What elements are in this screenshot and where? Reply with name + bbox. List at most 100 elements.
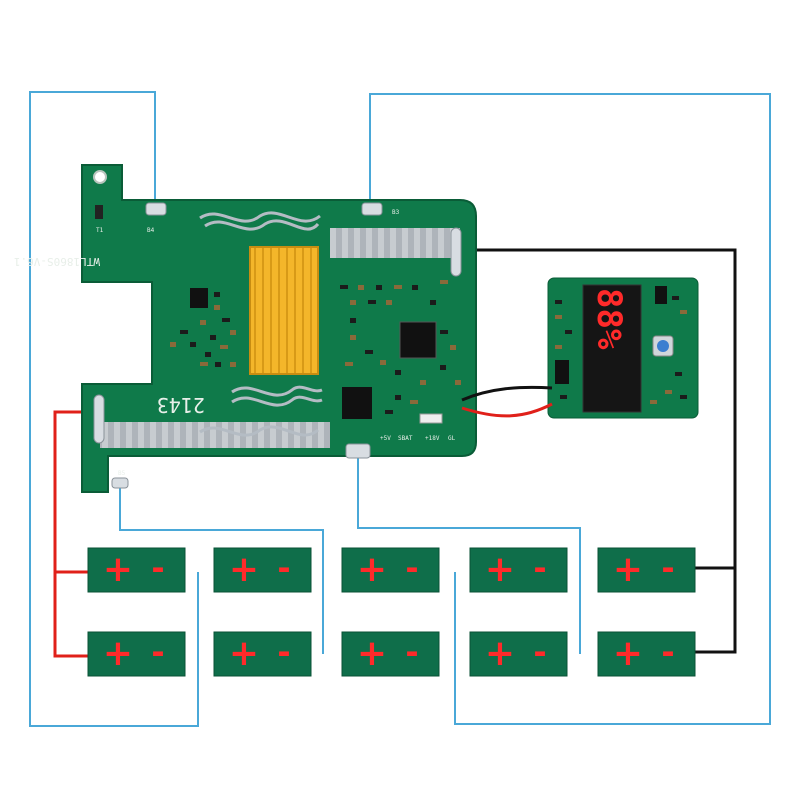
smd-part: [215, 362, 221, 367]
smd-part: [340, 285, 348, 289]
battery-cell-top-4: +-: [469, 547, 568, 593]
bms-pcb: WTL1860S-V6.1 2143 B4 B3 B5 T1 +5V SBAT …: [14, 164, 477, 493]
indicator-smd-part: [565, 330, 572, 334]
cell-body: [469, 547, 568, 593]
cell-body: [597, 547, 696, 593]
cell-plus-sign: +: [485, 549, 515, 590]
wire-red-positive: [53, 410, 98, 658]
indicator-smd-part: [560, 395, 567, 399]
cell-plus-sign: +: [613, 549, 643, 590]
indicator-board: 88%: [547, 277, 699, 419]
cell-plus-sign: +: [229, 633, 259, 674]
indicator-smd-part: [665, 390, 672, 394]
mount-hole: [93, 170, 107, 184]
pad-label-b4: B4: [147, 227, 155, 234]
battery-cell-top-3: +-: [341, 547, 440, 593]
smd-part: [380, 360, 386, 365]
battery-cell-bottom-4: +-: [469, 631, 568, 677]
pad-b-minus: [450, 227, 462, 277]
cell-plus-sign: +: [103, 633, 133, 674]
indicator-button-cap[interactable]: [657, 340, 669, 352]
smd-part: [214, 305, 220, 310]
battery-cell-top-2: +-: [213, 547, 312, 593]
spring-terminals-mid: [231, 385, 323, 407]
cell-body: [87, 631, 186, 677]
smd-part: [350, 318, 356, 323]
battery-cell-top-5: +-: [597, 547, 696, 593]
wires-blue: [29, 91, 771, 727]
indicator-ic: [655, 286, 667, 304]
pad-label-t: T1: [96, 227, 104, 234]
indicator-smd-part: [555, 300, 562, 304]
component-ls1: [419, 413, 443, 424]
smd-part: [190, 342, 196, 347]
indicator-smd-part: [555, 315, 562, 319]
pad-b3: [361, 202, 383, 216]
cell-plus-sign: +: [103, 549, 133, 590]
smd-part: [385, 410, 393, 414]
cell-minus-sign: -: [661, 549, 674, 587]
cell-body: [341, 547, 440, 593]
smd-components: [170, 280, 461, 414]
pad-b2: [345, 443, 371, 459]
smd-part: [412, 285, 418, 290]
pcb-code-label: 2143: [157, 393, 205, 417]
smd-part: [440, 365, 446, 370]
cell-minus-sign: -: [405, 633, 418, 671]
bottom-label-sbat: SBAT: [398, 435, 413, 442]
indicator-smd-part: [555, 345, 562, 349]
smd-part: [420, 380, 426, 385]
ic-u2: [190, 288, 208, 308]
cell-minus-sign: -: [277, 549, 290, 587]
spring-terminals-bottom: [199, 425, 319, 437]
wire-b1-to-cells: [119, 482, 324, 572]
smd-part: [205, 352, 211, 357]
indicator-display: [582, 284, 642, 413]
indicator-smd-part: [680, 310, 687, 314]
cell-minus-sign: -: [533, 633, 546, 671]
smd-part: [450, 345, 456, 350]
smd-part: [222, 318, 230, 322]
bottom-label-5v: +5V: [380, 435, 391, 442]
cell-plus-sign: +: [229, 549, 259, 590]
indicator-wire-red: [461, 402, 553, 418]
bottom-pin-header: [100, 422, 330, 448]
indicator-smd-components: [555, 296, 687, 404]
smd-part: [200, 320, 206, 325]
smd-part: [395, 370, 401, 375]
smd-part: [395, 395, 401, 400]
cell-plus-sign: +: [357, 549, 387, 590]
cell-minus-sign: -: [661, 633, 674, 671]
wire-b4-to-cells: [29, 91, 199, 727]
smd-part: [214, 292, 220, 297]
cell-body: [341, 631, 440, 677]
smd-part: [230, 330, 236, 335]
smd-part: [410, 400, 418, 404]
indicator-display-text: 88%: [589, 288, 629, 350]
cell-body: [597, 631, 696, 677]
cell-minus-sign: -: [151, 633, 164, 671]
fuse-component: [95, 205, 103, 219]
pad-b1: [111, 477, 129, 489]
smd-part: [376, 285, 382, 290]
pcb-model-label: WTL1860S-V6.1: [14, 255, 100, 268]
wire-black-negative: [458, 248, 737, 654]
pad-b4: [145, 202, 167, 216]
cell-plus-sign: +: [613, 633, 643, 674]
smd-part: [180, 330, 188, 334]
smd-part: [386, 300, 392, 305]
battery-cell-bottom-1: +-: [87, 631, 186, 677]
smd-part: [170, 342, 176, 347]
battery-cell-bottom-5: +-: [597, 631, 696, 677]
cell-body: [87, 547, 186, 593]
smd-part: [210, 335, 216, 340]
spring-terminals-top: [199, 211, 321, 231]
smd-part: [200, 362, 208, 366]
bottom-label-gl: GL: [448, 435, 456, 442]
smd-part: [440, 330, 448, 334]
pad-label-b5: B5: [118, 470, 126, 477]
smd-part: [394, 285, 402, 289]
smd-part: [440, 280, 448, 284]
smd-part: [430, 300, 436, 305]
smd-part: [455, 380, 461, 385]
